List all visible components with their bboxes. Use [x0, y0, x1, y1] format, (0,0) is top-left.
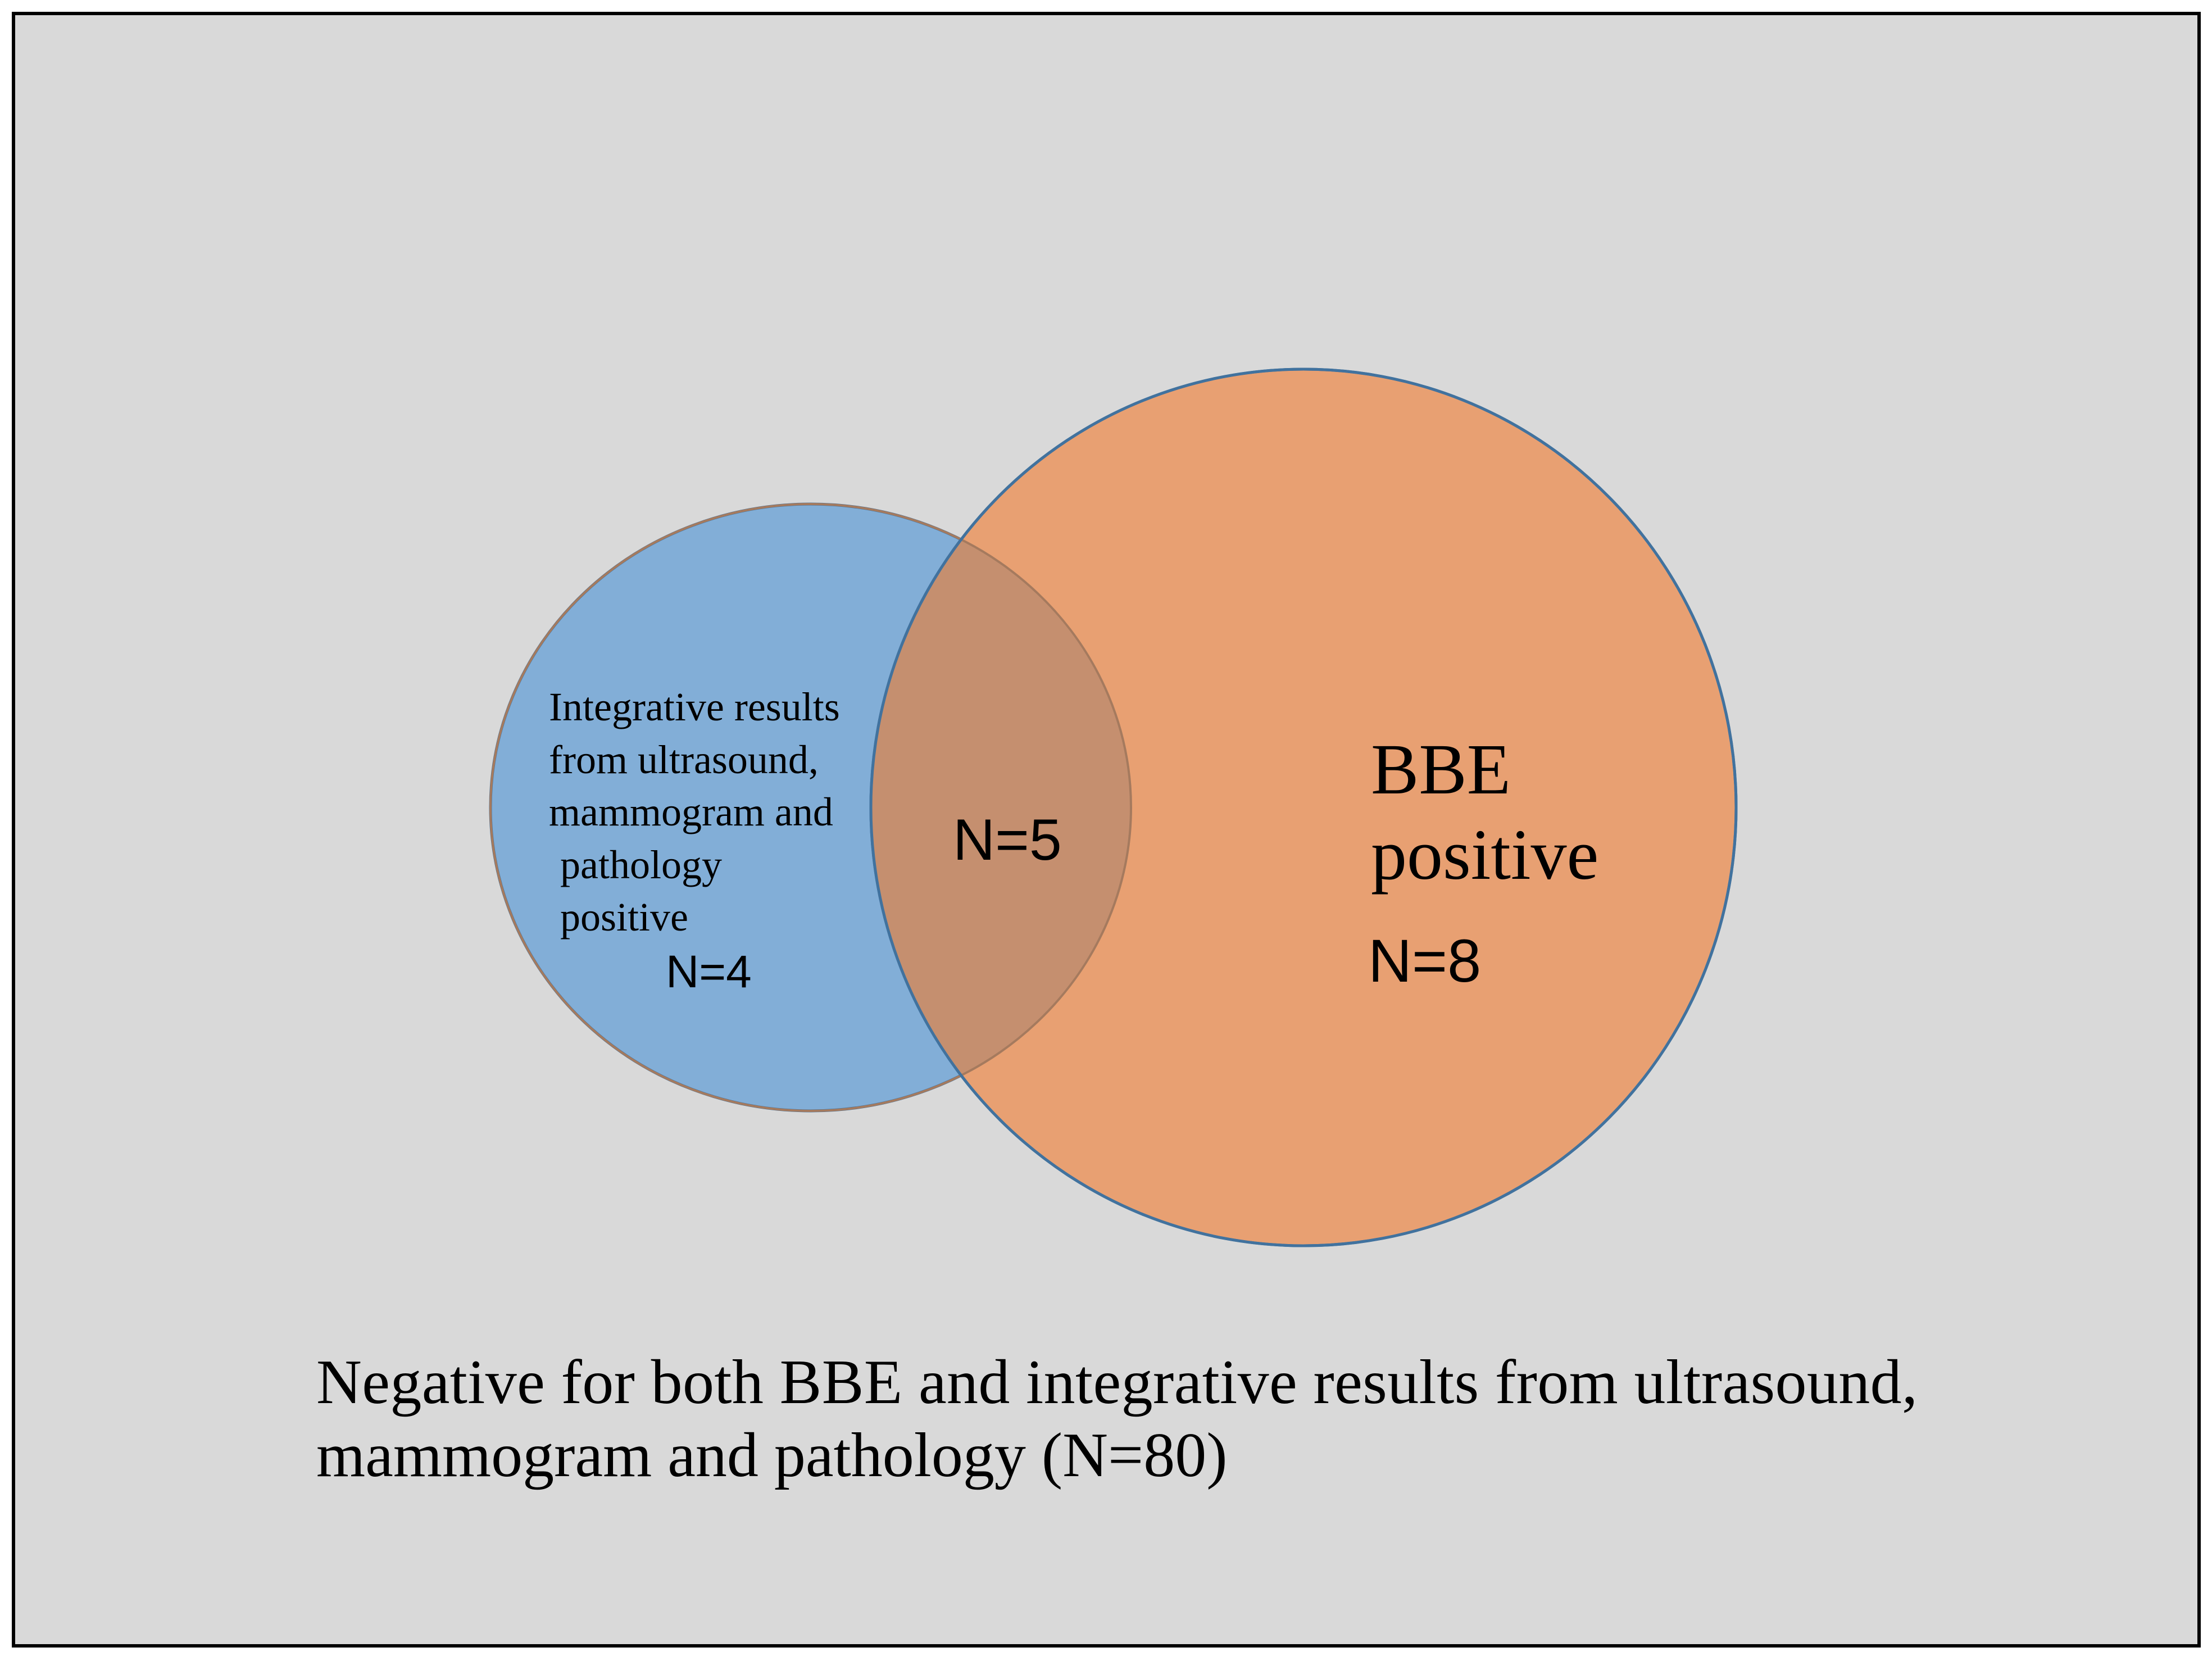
right-set-label: BBE positive — [1371, 729, 1598, 895]
left-set-label-line: Integrative results — [549, 684, 840, 729]
left-set-label: Integrative results from ultrasound, mam… — [549, 684, 850, 940]
footer-caption-line: Negative for both BBE and integrative re… — [316, 1347, 1918, 1417]
left-set-outline — [489, 503, 1132, 1112]
right-set-outline — [869, 367, 1738, 1247]
right-set-label-line: BBE — [1371, 729, 1511, 809]
left-set-label-line: mammogram and — [549, 789, 833, 834]
intersection-count: N=5 — [953, 807, 1062, 873]
left-set-label-line: positive — [560, 895, 688, 940]
left-set-label-line: pathology — [560, 842, 722, 887]
right-set-count: N=8 — [1368, 927, 1481, 995]
left-set-label-line: from ultrasound, — [549, 737, 819, 782]
right-set-label-line: positive — [1371, 815, 1598, 895]
left-set-count: N=4 — [666, 946, 752, 997]
footer-caption-line: mammogram and pathology (N=80) — [316, 1421, 1227, 1490]
footer-caption: Negative for both BBE and integrative re… — [316, 1347, 1933, 1490]
